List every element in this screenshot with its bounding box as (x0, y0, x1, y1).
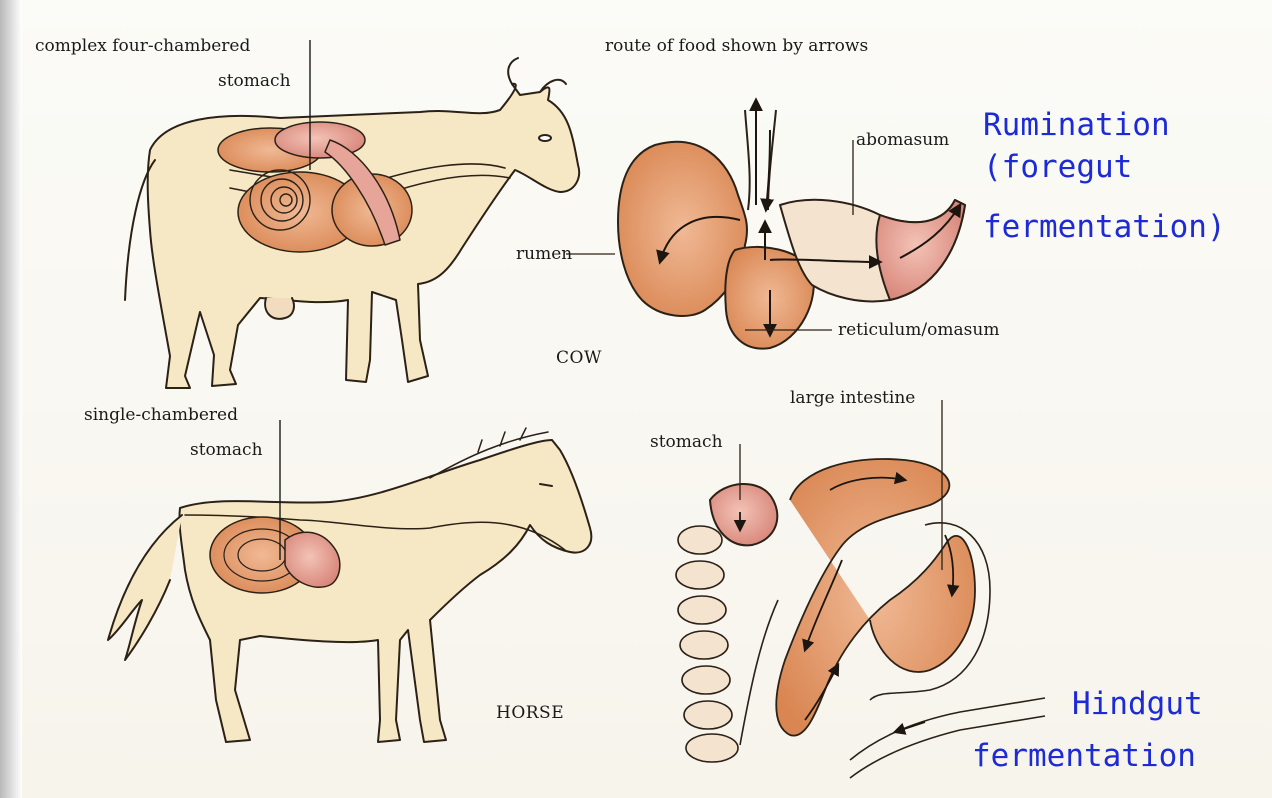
label-gut-stomach: stomach (650, 432, 723, 452)
caption-horse: HORSE (496, 703, 564, 723)
label-horse-stomach: stomach (190, 440, 263, 460)
note-fermentation-foregut: fermentation) (983, 208, 1226, 246)
cow-illustration (125, 58, 579, 388)
note-foregut: (foregut (983, 148, 1132, 186)
label-single-chambered: single-chambered (84, 405, 238, 425)
caption-cow: COW (556, 348, 602, 368)
label-large-intestine: large intestine (790, 388, 915, 408)
label-complex-four-chambered: complex four-chambered (35, 36, 250, 56)
label-cow-stomach: stomach (218, 71, 291, 91)
label-rumen: rumen (516, 244, 572, 264)
label-abomasum: abomasum (856, 130, 949, 150)
label-reticulum-omasum: reticulum/omasum (838, 320, 999, 340)
horse-illustration (108, 428, 591, 742)
horse-gut-illustration (676, 400, 1045, 778)
note-rumination: Rumination (983, 106, 1170, 144)
note-hindgut: Hindgut (1072, 685, 1203, 723)
note-fermentation-hindgut: fermentation (972, 737, 1196, 775)
label-route-of-food: route of food shown by arrows (605, 36, 868, 56)
